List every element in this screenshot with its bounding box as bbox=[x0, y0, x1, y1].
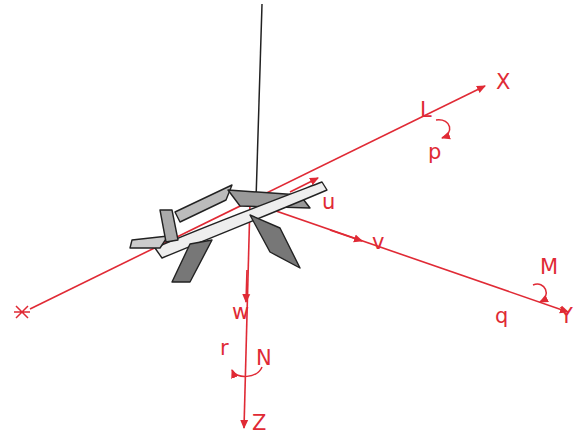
axis-label: Y bbox=[560, 306, 573, 327]
rate-label: q bbox=[495, 306, 508, 327]
axis-label: Z bbox=[252, 413, 266, 434]
rate-label: p bbox=[428, 142, 441, 163]
y-axis bbox=[250, 202, 568, 312]
x-axis bbox=[30, 86, 485, 309]
axis-label: X bbox=[496, 72, 510, 93]
roll-arc bbox=[436, 120, 450, 138]
velocity-label: v bbox=[372, 232, 384, 253]
v-arrow bbox=[330, 230, 362, 241]
moment-label: N bbox=[256, 348, 272, 369]
rate-label: r bbox=[220, 338, 229, 359]
reference-line bbox=[256, 4, 262, 200]
pitch-arc bbox=[533, 284, 546, 302]
moment-label: L bbox=[420, 100, 432, 121]
moment-label: M bbox=[540, 257, 558, 278]
velocity-label: w bbox=[232, 302, 249, 323]
velocity-label: u bbox=[322, 192, 335, 213]
w-arrow bbox=[246, 270, 247, 302]
aircraft-sketch bbox=[130, 182, 327, 282]
axis-tail-mark bbox=[14, 306, 30, 318]
